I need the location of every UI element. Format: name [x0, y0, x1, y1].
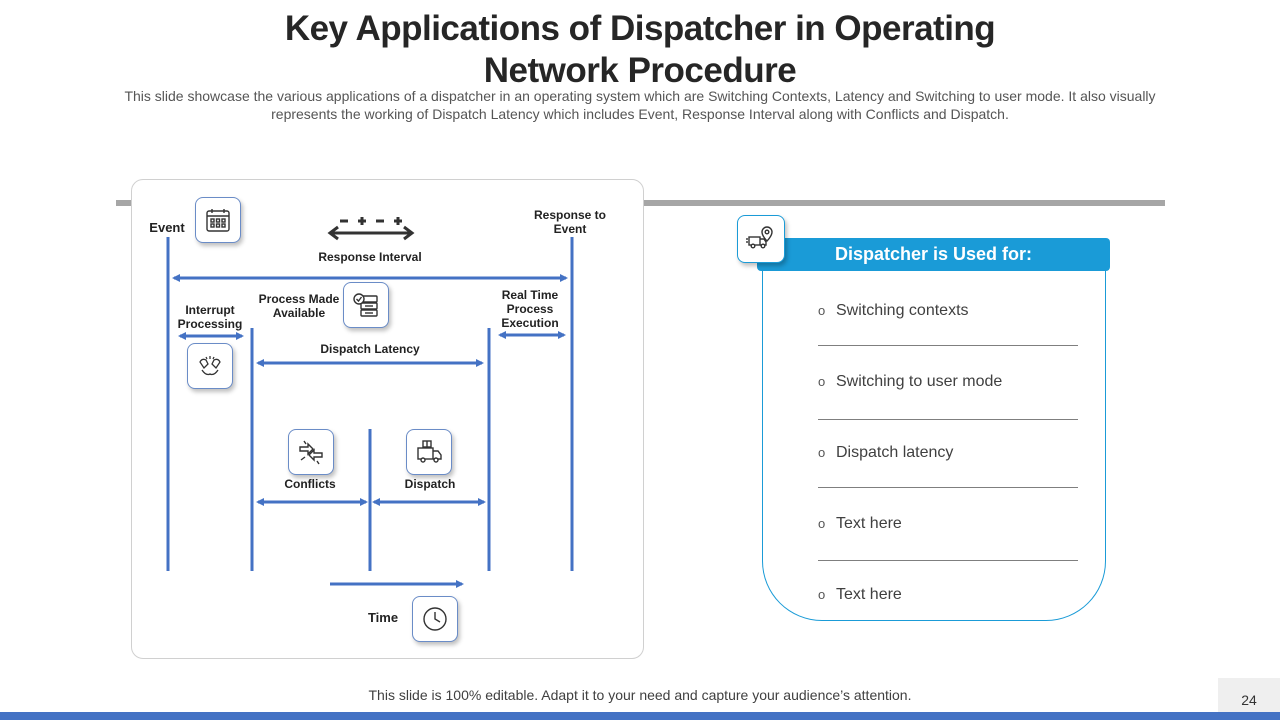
- bottom-accent-bar: [0, 712, 1280, 720]
- process-made-available-label: Process Made Available: [258, 292, 340, 320]
- slide-footer: This slide is 100% editable. Adapt it to…: [368, 687, 912, 703]
- calendar-icon: [195, 197, 241, 243]
- time-label: Time: [367, 610, 399, 625]
- used-for-divider: [818, 419, 1078, 420]
- dispatch-latency-diagram: Event Response to Event Response Interva…: [131, 179, 644, 659]
- used-for-card: [762, 252, 1106, 621]
- interrupt-processing-label: Interrupt Processing: [177, 303, 243, 331]
- dispatch-latency-label: Dispatch Latency: [320, 342, 420, 356]
- used-for-divider: [818, 345, 1078, 346]
- conflicts-label: Conflicts: [284, 477, 336, 491]
- response-to-event-label: Response to Event: [533, 208, 606, 236]
- used-for-header: Dispatcher is Used for:: [757, 238, 1110, 271]
- fist-bump-icon: [187, 343, 233, 389]
- real-time-process-execution-label: Real Time Process Execution: [501, 288, 559, 330]
- server-check-icon: [343, 282, 389, 328]
- page-number: 24: [1218, 678, 1280, 712]
- location-truck-icon: [737, 215, 785, 263]
- slide-subtitle: This slide showcase the various applicat…: [124, 88, 1156, 122]
- clock-icon: [412, 596, 458, 642]
- used-for-divider: [818, 487, 1078, 488]
- response-interval-label: Response Interval: [318, 250, 422, 264]
- dispatch-label: Dispatch: [404, 477, 456, 491]
- used-for-divider: [818, 560, 1078, 561]
- delivery-truck-icon: [406, 429, 452, 475]
- conflict-arrows-icon: [288, 429, 334, 475]
- event-label: Event: [149, 220, 185, 235]
- diagram-lines: [166, 217, 574, 588]
- slide-title: Key Applications of Dispatcher in Operat…: [284, 9, 996, 90]
- response-interval-symbol: [327, 217, 415, 241]
